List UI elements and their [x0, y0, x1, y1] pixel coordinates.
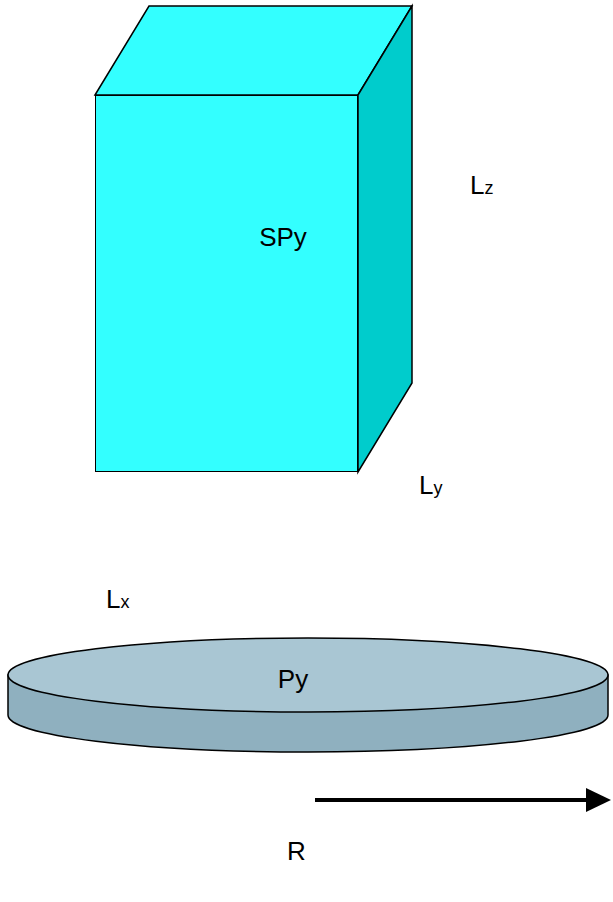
dimension-label: Lx	[106, 586, 129, 612]
cuboid-top-face	[95, 6, 412, 95]
radius-arrow	[315, 798, 588, 802]
cuboid-side-face	[358, 6, 412, 472]
disk-node: Py	[8, 638, 608, 718]
arrow-head	[586, 788, 611, 812]
dimension-label: Lz	[470, 172, 493, 198]
dimension-label: Ly	[419, 472, 442, 498]
node-label: Py	[278, 666, 308, 692]
radius-label: R	[287, 838, 306, 864]
cuboid-front-face: SPy	[95, 95, 358, 472]
disk-top	[8, 638, 608, 712]
node-label: SPy	[259, 224, 307, 250]
